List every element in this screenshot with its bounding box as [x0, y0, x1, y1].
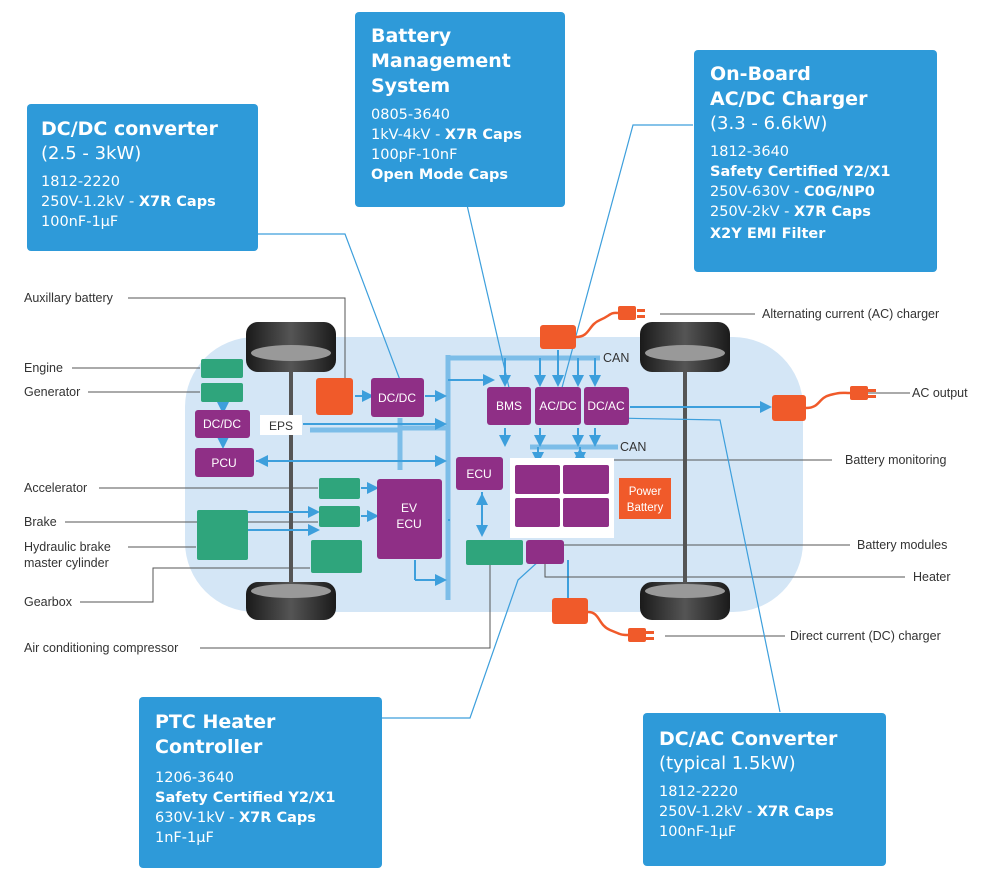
acdc-text: AC/DC: [539, 399, 577, 413]
bms-callout: Battery Management System 0805-3640 1kV-…: [355, 12, 565, 207]
bms-line-3: 100pF-10nF: [371, 147, 458, 163]
aux-battery-block: [316, 378, 353, 415]
charger-callout: On-Board AC/DC Charger (3.3 - 6.6kW) 181…: [694, 50, 937, 272]
gearbox-block: [311, 540, 362, 573]
pcu-text: PCU: [211, 456, 236, 470]
generator-label: Generator: [24, 385, 81, 399]
dcac-callout-subtitle: (typical 1.5kW): [659, 753, 796, 774]
battery-modules-label: Battery modules: [857, 538, 948, 552]
ptc-line-1: 1206-3640: [155, 770, 235, 786]
bms-line-4: Open Mode Caps: [371, 167, 508, 183]
dcac-line-2: 250V-1.2kV - X7R Caps: [659, 804, 834, 820]
charger-callout-title: On-Board AC/DC Charger: [710, 63, 868, 110]
ac-charger-unit: [540, 325, 576, 349]
bms-line-2: 1kV-4kV - X7R Caps: [371, 127, 522, 143]
purple-modules: [195, 378, 629, 564]
ecu-text: ECU: [466, 467, 491, 481]
auxiliary-battery-label: Auxillary battery: [24, 291, 113, 305]
can-mid-label: CAN: [620, 440, 646, 454]
ecu-block: [456, 457, 503, 490]
ptc-callout-title: PTC Heater Controller: [155, 711, 276, 758]
eps-box: [260, 415, 302, 435]
hydraulic-brake-label: Hydraulic brake: [24, 540, 111, 554]
wheel-rear-bottom: [640, 582, 730, 620]
heater-block: [526, 540, 564, 564]
label-leaders: [65, 297, 910, 649]
ac-output-label: AC output: [912, 386, 968, 400]
gearbox-label: Gearbox: [24, 595, 72, 609]
charger-line-3: 250V-630V - C0G/NP0: [710, 184, 875, 200]
bms-block: [487, 387, 531, 425]
ac-output-unit: [772, 395, 806, 421]
bms-text: BMS: [496, 399, 522, 413]
dcdc-callout: DC/DC converter (2.5 - 3kW) 1812-2220 25…: [27, 104, 258, 251]
brake-label: Brake: [24, 515, 57, 529]
wheel-front-bottom: [246, 582, 336, 620]
hydraulic-block: [197, 510, 248, 560]
ev-ecu-text-2: ECU: [396, 517, 421, 531]
generator-block: [201, 383, 243, 402]
dcdc-line-3: 100nF-1µF: [41, 214, 119, 230]
ptc-callout: PTC Heater Controller 1206-3640 Safety C…: [139, 697, 382, 868]
dcdc-left-text: DC/DC: [203, 417, 241, 431]
ev-ecu-block: [377, 479, 442, 559]
compressor-block: [466, 540, 523, 565]
dc-charger-unit: [552, 598, 588, 624]
green-modules: [197, 359, 523, 573]
wheel-front-top: [246, 322, 336, 372]
dcdc-callout-subtitle: (2.5 - 3kW): [41, 143, 142, 164]
charger-line-5: X2Y EMI Filter: [710, 226, 826, 242]
ptc-line-2: Safety Certified Y2/X1: [155, 790, 336, 806]
acdc-block: [535, 387, 581, 425]
buses: [310, 355, 618, 600]
accelerator-block: [319, 478, 360, 499]
callout-leaders: [258, 124, 781, 719]
charger-line-4: 250V-2kV - X7R Caps: [710, 204, 871, 220]
power-battery-box: [619, 478, 671, 519]
ev-ecu-text-1: EV: [401, 501, 417, 515]
wheel-rear-top: [640, 322, 730, 372]
dcdc-line-2: 250V-1.2kV - X7R Caps: [41, 194, 216, 210]
dcac-callout: DC/AC Converter (typical 1.5kW) 1812-222…: [643, 713, 886, 866]
dcac-callout-title: DC/AC Converter: [659, 728, 838, 750]
dcac-line-1: 1812-2220: [659, 784, 739, 800]
battery-monitoring-label: Battery monitoring: [845, 453, 947, 467]
connectors: [217, 350, 772, 600]
can-top-label: CAN: [603, 351, 629, 365]
ptc-line-4: 1nF-1µF: [155, 830, 214, 846]
battery-cells: [515, 465, 609, 527]
charger-line-1: 1812-3640: [710, 144, 790, 160]
engine-label: Engine: [24, 361, 63, 375]
engine-block: [201, 359, 243, 378]
orange-items: [316, 306, 876, 642]
charger-line-2: Safety Certified Y2/X1: [710, 164, 891, 180]
ac-compressor-label: Air conditioning compressor: [24, 641, 179, 655]
ac-charger-label: Alternating current (AC) charger: [762, 307, 940, 321]
dcdc-line-1: 1812-2220: [41, 174, 121, 190]
bms-line-1: 0805-3640: [371, 107, 451, 123]
dcac-block: [584, 387, 629, 425]
heater-label: Heater: [913, 570, 951, 584]
pcu-block: [195, 448, 254, 477]
master-cylinder-label: master cylinder: [24, 556, 109, 570]
ptc-line-3: 630V-1kV - X7R Caps: [155, 810, 316, 826]
bms-callout-title: Battery Management System: [371, 25, 511, 97]
eps-text: EPS: [269, 419, 293, 433]
dcdc-car-text: DC/DC: [378, 391, 416, 405]
brake-block: [319, 506, 360, 527]
accelerator-label: Accelerator: [24, 481, 88, 495]
dcdc-car-block: [371, 378, 424, 417]
power-battery-text-2: Battery: [627, 502, 664, 514]
power-battery-text-1: Power: [629, 486, 662, 498]
charger-callout-subtitle: (3.3 - 6.6kW): [710, 113, 828, 134]
dcdc-callout-title: DC/DC converter: [41, 118, 218, 140]
dcac-line-3: 100nF-1µF: [659, 824, 737, 840]
charger-cables: [575, 311, 851, 637]
dcdc-left-block: [195, 410, 250, 438]
dcac-text: DC/AC: [587, 399, 625, 413]
dc-charger-label: Direct current (DC) charger: [790, 629, 941, 643]
